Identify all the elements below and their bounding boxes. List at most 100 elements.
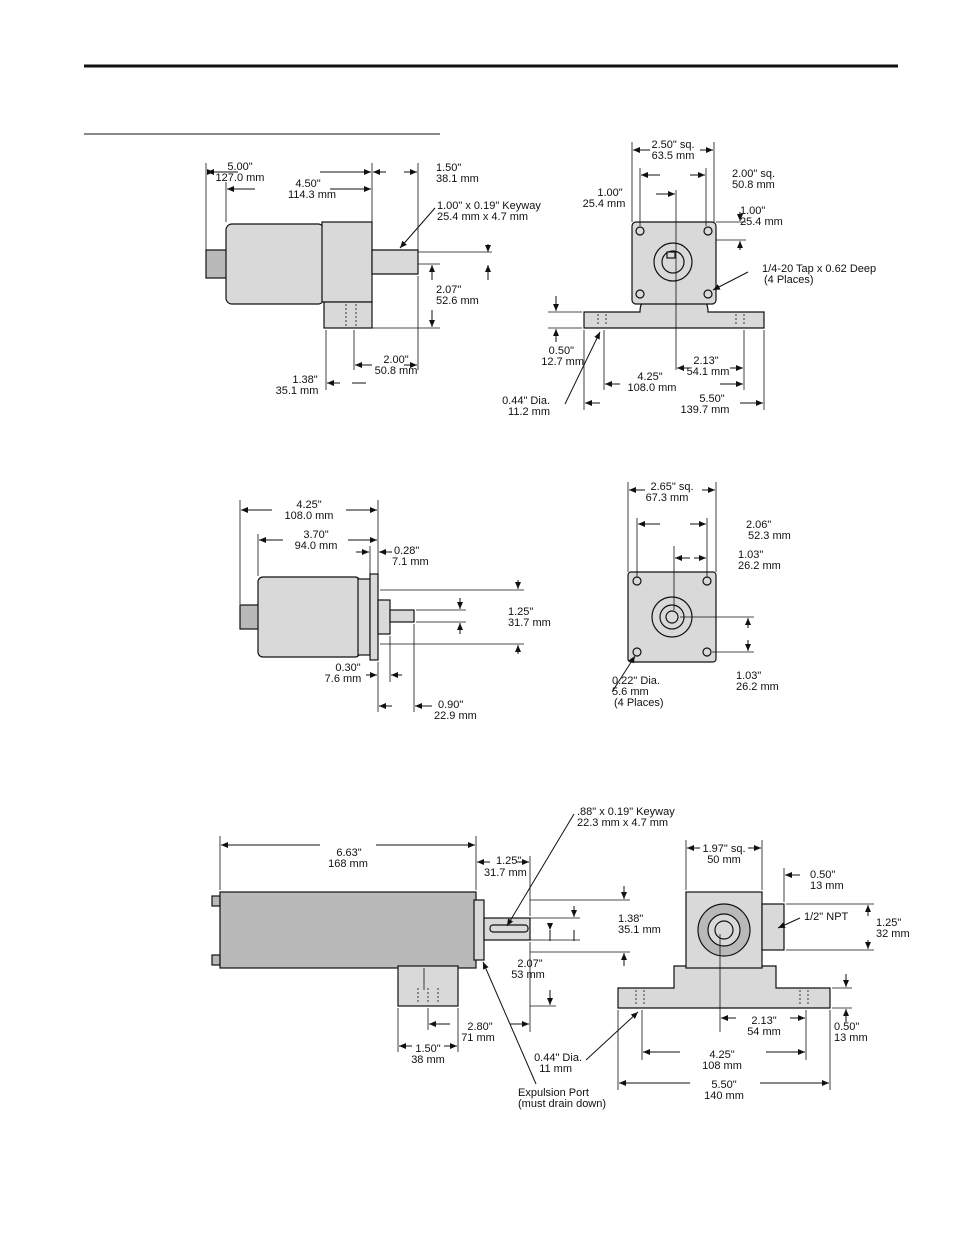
d1f-044: 0.44" Dia. [502, 395, 550, 407]
d3-125mm: 31.7 mm [484, 867, 527, 879]
d3f-050amm: 13 mm [810, 880, 844, 892]
d1f-100b: 1.00" [740, 205, 765, 217]
d2f-022mm: 5.6 mm [612, 686, 649, 698]
d2-090mm: 22.9 mm [434, 710, 477, 722]
d2-370: 3.70" [303, 529, 328, 541]
d2f-022: 0.22" Dia. [612, 675, 660, 687]
d2-030mm: 7.6 mm [325, 673, 362, 685]
d2f-103bmm: 26.2 mm [736, 681, 779, 693]
d2-090: 0.90" [438, 699, 463, 711]
d2-425: 4.25" [296, 499, 321, 511]
d1-keyway: 1.00" x 0.19" Keyway [437, 200, 541, 212]
diagram3-front-view: 1.97" sq. 50 mm 0.50" 13 mm 1/2" NPT 1.2… [534, 840, 910, 1102]
d3f-425mm: 108 mm [702, 1060, 742, 1072]
d3-150mm: 38 mm [411, 1054, 445, 1066]
d1f-044mm: 11.2 mm [508, 406, 550, 418]
d1f-213: 2.13" [693, 355, 718, 367]
d3f-050a: 0.50" [810, 869, 835, 881]
encoder-body [225, 223, 325, 305]
d2-125: 1.25" [508, 606, 533, 618]
rear-cap [239, 604, 261, 630]
d3f-213: 2.13" [751, 1015, 776, 1027]
d2f-103amm: 26.2 mm [738, 560, 781, 572]
d1f-200: 2.00" sq. [732, 168, 775, 180]
diagram1-front-view: 2.50" sq. 63.5 mm 2.00" sq. 50.8 mm 1.00… [502, 139, 876, 418]
d2-425mm: 108.0 mm [285, 510, 334, 522]
d3f-197mm: 50 mm [707, 854, 741, 866]
d3f-550mm: 140 mm [704, 1090, 744, 1102]
d2f-103a: 1.03" [738, 549, 763, 561]
d1f-550mm: 139.7 mm [681, 404, 730, 416]
d3f-044mm: 11 mm [539, 1063, 572, 1075]
diagram3-side-view: 6.63" 168 mm 1.25" 31.7 mm .88" x 0.19" … [211, 806, 675, 1110]
d3-expulsion: Expulsion Port [518, 1087, 589, 1099]
d2-030: 0.30" [335, 662, 360, 674]
d1-150: 1.50" [436, 162, 461, 174]
d3f-425: 4.25" [709, 1049, 734, 1061]
d1-200: 2.00" [383, 354, 408, 366]
d2f-265mm: 67.3 mm [646, 492, 689, 504]
d3-138: 1.38" [618, 913, 643, 925]
d1f-200mm: 50.8 mm [732, 179, 775, 191]
d3-keyway-mm: 22.3 mm x 4.7 mm [577, 817, 668, 829]
d1-500: 5.00" [227, 161, 252, 173]
d3-663: 6.63" [336, 847, 361, 859]
d2f-places: (4 Places) [614, 697, 664, 709]
d1f-425mm: 108.0 mm [628, 382, 677, 394]
d3f-213mm: 54 mm [747, 1026, 781, 1038]
d1f-100bmm: 25.4 mm [740, 216, 783, 228]
d3-663mm: 168 mm [328, 858, 368, 870]
encoder-body [219, 891, 477, 969]
d1f-213mm: 54.1 mm [687, 366, 730, 378]
d3-138mm: 35.1 mm [618, 924, 661, 936]
d2-028: 0.28" [394, 545, 419, 557]
d1f-550: 5.50" [699, 393, 724, 405]
d1-500mm: 127.0 mm [216, 172, 265, 184]
flange-block [321, 221, 373, 303]
d2f-206: 2.06" [746, 519, 771, 531]
foot-block [323, 301, 373, 329]
d2-125mm: 31.7 mm [508, 617, 551, 629]
d1f-100amm: 25.4 mm [583, 198, 626, 210]
d3-150: 1.50" [415, 1043, 440, 1055]
d1f-tap-places: (4 Places) [764, 274, 814, 286]
d2f-206mm: 52.3 mm [748, 530, 791, 542]
diagram1-side-view: 5.00" 127.0 mm 4.50" 114.3 mm 1.50" 38.1… [205, 161, 541, 397]
d2-028mm: 7.1 mm [392, 556, 429, 568]
d3-125: 1.25" [496, 855, 521, 867]
d1-138mm: 35.1 mm [276, 385, 319, 397]
keyway [489, 924, 529, 933]
d3f-197: 1.97" sq. [702, 843, 745, 855]
d1-200mm: 50.8 mm [375, 365, 418, 377]
diagram2-side-view: 4.25" 108.0 mm 3.70" 94.0 mm 0.28" 7.1 m… [239, 499, 551, 722]
d3f-125mm: 32 mm [876, 928, 910, 940]
d2f-265: 2.65" sq. [650, 481, 693, 493]
d1-150mm: 38.1 mm [436, 173, 479, 185]
shaft [389, 609, 415, 623]
d3-280mm: 71 mm [461, 1032, 495, 1044]
d1f-050mm: 12.7 mm [541, 356, 584, 368]
d1f-250mm: 63.5 mm [652, 150, 695, 162]
d1-450: 4.50" [295, 178, 320, 190]
d3-280: 2.80" [467, 1021, 492, 1033]
d1-207mm: 52.6 mm [436, 295, 479, 307]
d1f-100a: 1.00" [597, 187, 622, 199]
d1-207: 2.07" [436, 284, 461, 296]
d1f-250: 2.50" sq. [651, 139, 694, 151]
d3-207: 2.07" [517, 958, 542, 970]
d3f-npt: 1/2" NPT [804, 911, 849, 923]
shaft [371, 249, 419, 275]
encoder-body [257, 576, 361, 658]
d2f-103b: 1.03" [736, 670, 761, 682]
d3f-050b: 0.50" [834, 1021, 859, 1033]
d1f-425: 4.25" [637, 371, 662, 383]
d1f-tap: 1/4-20 Tap x 0.62 Deep [762, 263, 876, 275]
d3-keyway: .88" x 0.19" Keyway [577, 806, 675, 818]
d3-207mm: 53 mm [511, 969, 545, 981]
d3-expulsion-note: (must drain down) [518, 1098, 606, 1110]
mount-foot [617, 965, 831, 1009]
d1f-050: 0.50" [549, 345, 574, 357]
d3f-125: 1.25" [876, 917, 901, 929]
d3f-044: 0.44" Dia. [534, 1052, 582, 1064]
